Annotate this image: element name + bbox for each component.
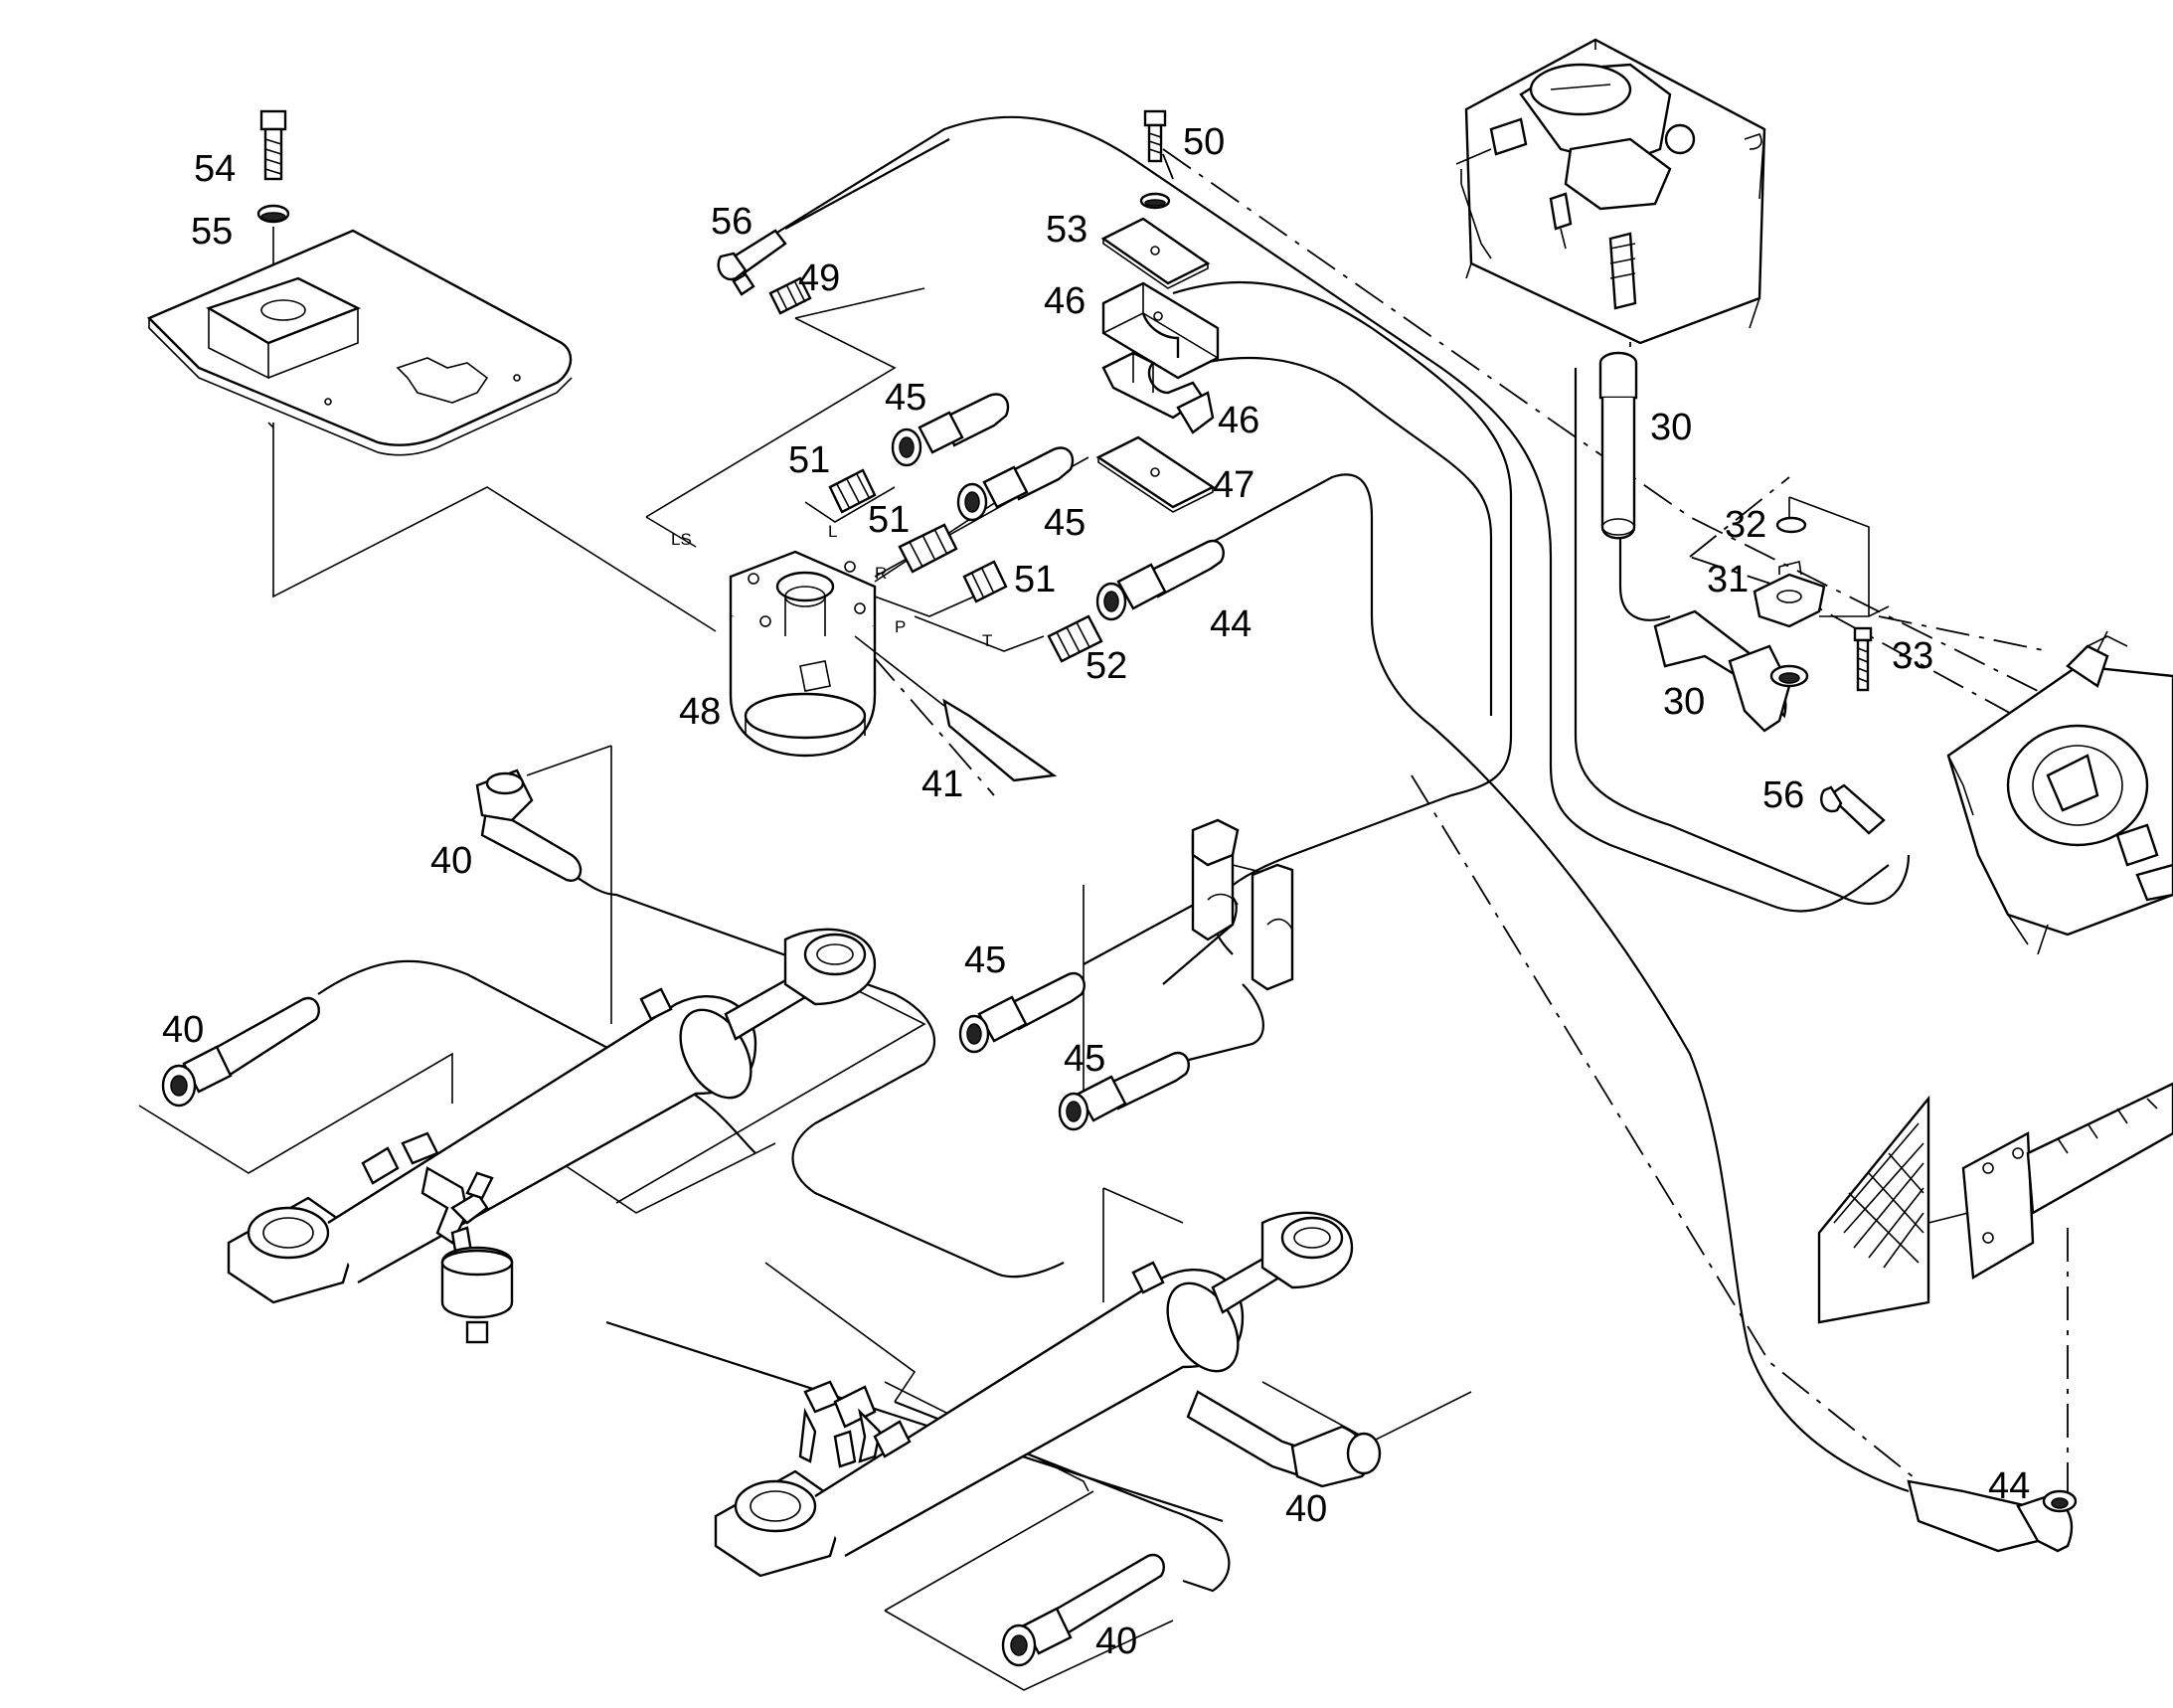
axle-bracket-assembly: [1817, 1082, 2173, 1324]
callout-46: 46: [1218, 400, 1259, 441]
bolt-33: [1853, 626, 1873, 692]
callout-45: 45: [964, 939, 1006, 981]
hose-40-upper: [475, 769, 583, 882]
callout-labels: 54 55 56 49 50 53 46 46 47 45 51 51 45 5…: [162, 121, 2030, 1662]
callout-40: 40: [1095, 1621, 1137, 1662]
elbow-fitting-56-top: [717, 229, 787, 296]
plate-47: [1095, 435, 1216, 513]
callout-51: 51: [868, 499, 910, 541]
callout-40: 40: [430, 840, 472, 882]
hose-30-elbow: [1653, 609, 1809, 733]
callout-51: 51: [788, 439, 830, 481]
callout-30: 30: [1650, 407, 1692, 448]
port-label-l: L: [828, 522, 837, 541]
bolt-50: [1143, 109, 1167, 163]
callout-53: 53: [1046, 209, 1087, 251]
callout-50: 50: [1183, 121, 1225, 163]
callout-45: 45: [1044, 502, 1086, 544]
seal-32: [1775, 516, 1807, 534]
adapter-51-c: [962, 560, 1008, 603]
mounting-plate: [146, 229, 573, 456]
port-label-r: R: [875, 564, 887, 583]
callout-51: 51: [1014, 559, 1056, 600]
fitting-49: [768, 276, 812, 315]
center-hose-bracket: [1191, 818, 1294, 991]
callout-56: 56: [711, 201, 752, 243]
steering-cylinder-left: [227, 928, 877, 1304]
sensor-41: [854, 635, 1058, 782]
hose-end-45-center-b: [1058, 1051, 1190, 1131]
clamp-46-upper: [1101, 281, 1220, 380]
callout-45: 45: [885, 377, 926, 419]
callout-40: 40: [162, 1009, 204, 1051]
callout-46: 46: [1044, 280, 1086, 322]
cylinder-fittings-bottom: [798, 1380, 912, 1468]
hose-end-45-middle: [956, 446, 1075, 522]
hose-end-44-upper: [1095, 539, 1225, 621]
callout-47: 47: [1213, 464, 1254, 506]
hose-routes: [317, 115, 1911, 1593]
callout-49: 49: [798, 257, 840, 299]
clamp-46-lower: [1101, 351, 1215, 434]
port-label-ls: LS: [671, 530, 692, 549]
callout-54: 54: [194, 148, 236, 190]
steering-cylinder-bottom: [714, 1211, 1354, 1578]
adapter-51-a: [828, 468, 877, 514]
callout-40: 40: [1285, 1488, 1327, 1530]
callout-44: 44: [1210, 603, 1252, 645]
callout-33: 33: [1892, 635, 1933, 677]
steering-valve-48: [729, 550, 877, 758]
hose-40-bottom: [1001, 1553, 1165, 1667]
orbital-motor-assembly: [1946, 630, 2173, 955]
callout-32: 32: [1725, 504, 1766, 546]
adapter-52: [1047, 614, 1103, 663]
hose-end-44-lower: [1907, 1479, 2078, 1553]
adapter-51-b: [898, 523, 958, 574]
hose-40-right-elbow: [1186, 1390, 1382, 1488]
flange-half-31: [1753, 561, 1826, 628]
washer-53: [1100, 192, 1211, 289]
accumulator: [440, 1246, 514, 1344]
valve-port-labels: LS L R P T: [671, 522, 992, 650]
hose-end-45-upper: [891, 393, 1010, 467]
bolt-54: [259, 109, 287, 181]
hose-end-45-center-a: [958, 971, 1086, 1054]
callout-44: 44: [1988, 1465, 2030, 1507]
pump-tank-assembly: [1455, 38, 1766, 345]
hose-30-vertical: [1598, 351, 1638, 540]
port-label-p: P: [895, 617, 906, 636]
callout-30: 30: [1663, 681, 1705, 723]
callout-41: 41: [921, 764, 963, 805]
callout-52: 52: [1086, 645, 1127, 687]
elbow-fitting-56-right: [1820, 783, 1886, 835]
port-label-t: T: [982, 631, 992, 650]
callout-55: 55: [191, 211, 233, 253]
callout-45: 45: [1064, 1038, 1105, 1080]
hose-40-left: [161, 996, 320, 1108]
callout-48: 48: [679, 691, 721, 733]
callout-31: 31: [1707, 559, 1749, 600]
callout-56: 56: [1762, 774, 1804, 816]
